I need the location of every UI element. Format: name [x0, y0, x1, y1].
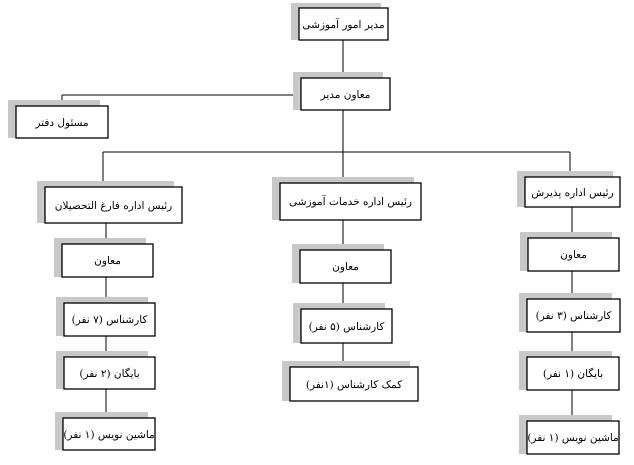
node-admissions-deputy: معاون — [520, 232, 620, 272]
node-graduates-experts: کارشناس (۷ نفر) — [56, 297, 156, 337]
node-admissions-archivist: بایگان (۱ نفر) — [519, 351, 620, 391]
node-services-experts-label: کارشناس (۵ نفر) — [309, 321, 386, 333]
node-admissions-deputy-label: معاون — [560, 249, 587, 261]
node-services-assistant-experts: کمک کارشناس (۱نفر) — [282, 361, 419, 402]
node-services-deputy: معاون — [292, 244, 392, 284]
node-graduates-archivist-label: بایگان (۲ نفر) — [79, 367, 139, 380]
node-office-manager-label: مسئول دفتر — [34, 117, 89, 129]
node-office-manager: مسئول دفتر — [8, 100, 109, 139]
node-graduates-deputy-label: معاون — [94, 255, 121, 267]
node-services-head: رئیس اداره خدمات آموزشی — [272, 177, 422, 221]
node-services-head-label: رئیس اداره خدمات آموزشی — [289, 195, 412, 208]
node-graduates-archivist: بایگان (۲ نفر) — [56, 351, 156, 390]
node-services-deputy-label: معاون — [332, 261, 359, 273]
node-graduates-typist-label: ماشین نویس (۱ نفر) — [63, 429, 155, 441]
node-admissions-head-label: رئیس اداره پذیرش — [531, 187, 613, 199]
node-deputy-director-label: معاون مدیر — [320, 89, 371, 101]
node-services-experts: کارشناس (۵ نفر) — [293, 303, 393, 344]
node-graduates-head: رئیس اداره فارغ التحصیلان — [37, 181, 183, 224]
node-admissions-typist-label: ماشین نویس (۱ نفر) — [527, 432, 619, 444]
node-graduates-deputy: معاون — [54, 238, 154, 278]
node-admissions-head: رئیس اداره پذیرش — [517, 171, 621, 208]
node-admissions-experts: کارشناس (۳ نفر) — [519, 293, 621, 333]
node-graduates-head-label: رئیس اداره فارغ التحصیلان — [55, 200, 173, 212]
node-graduates-typist: ماشین نویس (۱ نفر) — [55, 412, 156, 451]
node-director-label: مدیر امور آموزشی — [302, 18, 385, 31]
node-admissions-experts-label: کارشناس (۳ نفر) — [536, 310, 613, 322]
node-deputy-director: معاون مدیر — [293, 72, 391, 111]
node-graduates-experts-label: کارشناس (۷ نفر) — [72, 314, 149, 326]
node-admissions-archivist-label: بایگان (۱ نفر) — [543, 367, 603, 380]
node-services-assistant-experts-label: کمک کارشناس (۱نفر) — [306, 379, 403, 391]
node-admissions-typist: ماشین نویس (۱ نفر) — [519, 415, 620, 455]
node-director: مدیر امور آموزشی — [291, 3, 389, 41]
